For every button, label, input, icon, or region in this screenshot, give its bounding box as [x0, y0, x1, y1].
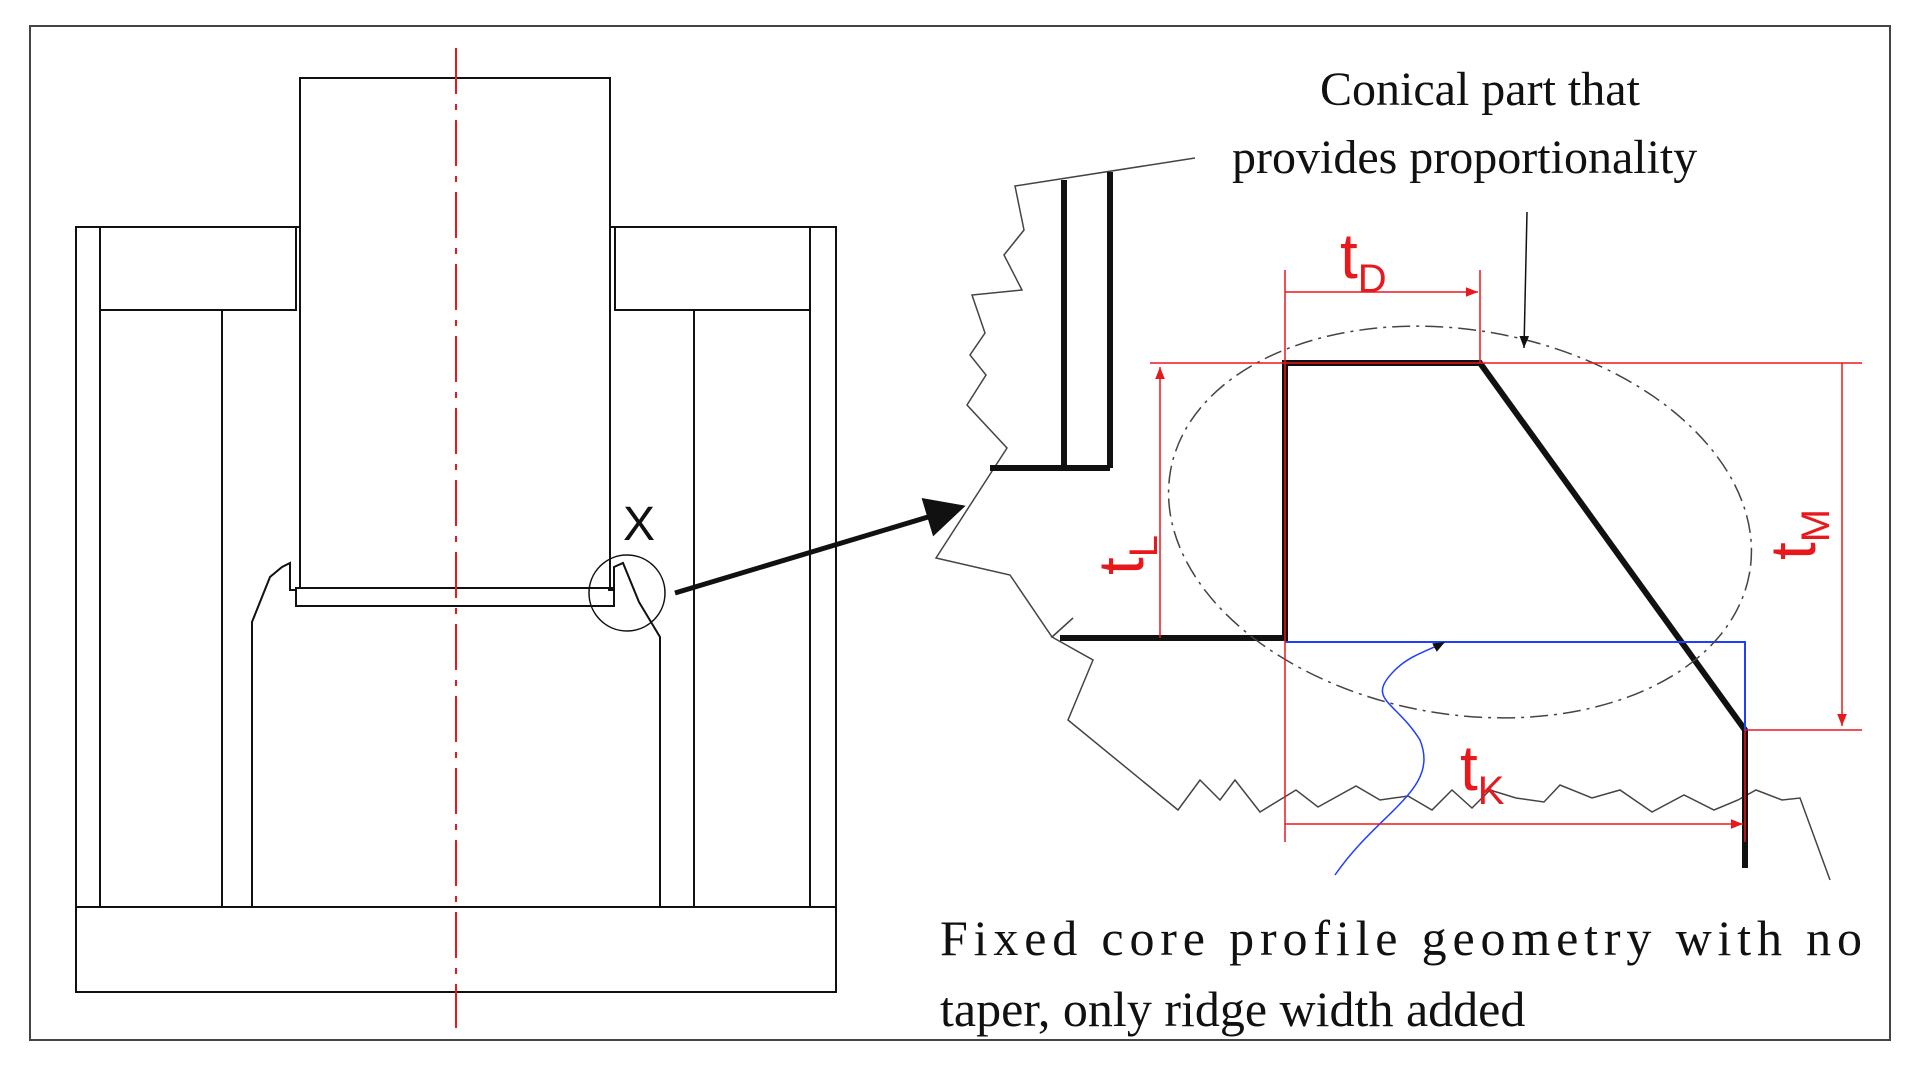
conical-annotation-line2: provides proportionality — [1232, 131, 1697, 184]
fixed-core-leader — [1334, 641, 1446, 876]
right-flange — [614, 226, 810, 311]
left-leg — [99, 310, 223, 907]
detail-upper-profile — [990, 172, 1113, 471]
left-inner-profile — [251, 561, 296, 907]
fixed-core-annotation-line1: Fixed core profile geometry with no — [940, 910, 1862, 966]
conical-annotation-leader — [1519, 211, 1530, 349]
dimension-label-tM: tM — [1757, 509, 1838, 560]
conical-annotation-line1: Conical part that — [1320, 63, 1641, 116]
right-inner-profile — [608, 561, 661, 907]
detail-leader-arrow — [674, 498, 966, 596]
right-outer-wall — [809, 226, 837, 908]
detail-circle — [588, 554, 666, 632]
right-leg — [693, 310, 811, 907]
dimension-label-tD: tD — [1340, 220, 1387, 301]
conical-region-ellipse — [1167, 325, 1753, 719]
break-line-lower — [1050, 617, 1831, 881]
fixed-core-profile — [1285, 641, 1746, 730]
left-flange — [100, 226, 297, 311]
outer-frame — [29, 25, 1891, 1041]
detail-marker: X — [623, 498, 655, 551]
break-line-upper — [934, 157, 1196, 639]
left-outer-wall — [75, 226, 101, 908]
dimension-lines — [1150, 270, 1862, 842]
fixed-core-annotation-line2: taper, only ridge width added — [940, 981, 1525, 1037]
dimension-label-tL: tL — [1085, 535, 1166, 575]
dimension-label-tK: tK — [1460, 732, 1505, 813]
ridge-profile — [1060, 360, 1748, 868]
